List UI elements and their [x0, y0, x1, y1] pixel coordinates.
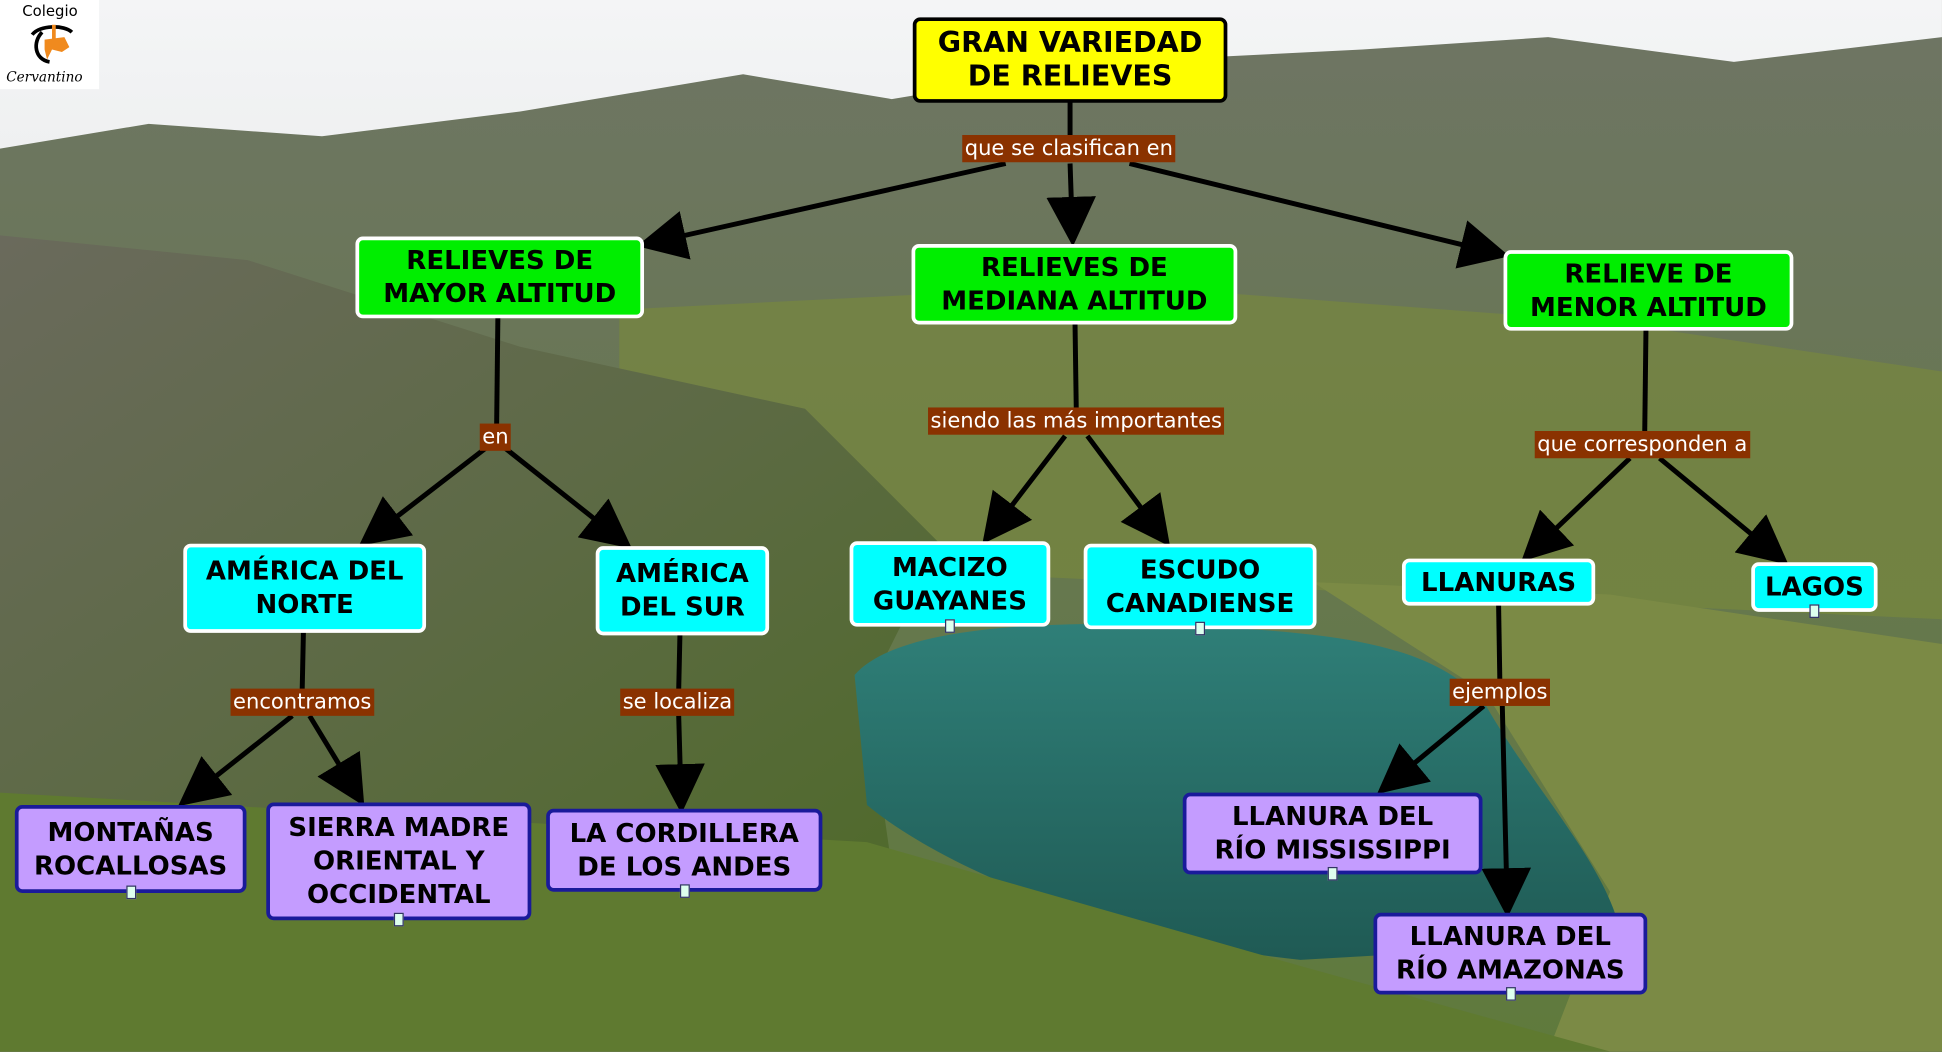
- resource-icon[interactable]: [944, 619, 955, 633]
- concept-america-sur[interactable]: AMÉRICA DEL SUR: [595, 546, 770, 636]
- concept-label: RELIEVE DE MENOR ALTITUD: [1529, 258, 1767, 322]
- concept-label: LA CORDILLERA DE LOS ANDES: [569, 818, 799, 882]
- concept-label: LLANURA DEL RÍO AMAZONAS: [1396, 921, 1625, 985]
- concept-rio-mississippi[interactable]: LLANURA DEL RÍO MISSISSIPPI: [1182, 792, 1483, 881]
- concept-label: LAGOS: [1764, 571, 1864, 602]
- concept-escudo-canadiense[interactable]: ESCUDO CANADIENSE: [1083, 543, 1317, 636]
- resource-icon[interactable]: [1505, 987, 1516, 1001]
- logo-text-colegio: Colegio: [22, 2, 78, 20]
- concept-mediana-altitud[interactable]: RELIEVES DE MEDIANA ALTITUD: [911, 243, 1238, 325]
- concept-lagos[interactable]: LAGOS: [1751, 562, 1878, 619]
- logo-text-cervantino: Cervantino: [6, 69, 83, 86]
- resource-icon[interactable]: [679, 884, 690, 898]
- school-logo: Colegio Cervantino: [0, 0, 100, 90]
- concept-label: LLANURAS: [1421, 566, 1577, 597]
- resource-icon[interactable]: [1809, 604, 1820, 619]
- concept-label: LLANURA DEL RÍO MISSISSIPPI: [1214, 801, 1451, 865]
- concept-america-norte[interactable]: AMÉRICA DEL NORTE: [183, 543, 427, 633]
- resource-icon[interactable]: [1195, 621, 1206, 636]
- concept-label: ESCUDO CANADIENSE: [1105, 554, 1295, 618]
- concept-sierra-madre[interactable]: SIERRA MADRE ORIENTAL Y OCCIDENTAL: [266, 802, 532, 927]
- link-label-clasifican[interactable]: que se clasifican en: [962, 134, 1176, 163]
- concept-label: RELIEVES DE MEDIANA ALTITUD: [941, 252, 1208, 316]
- concept-menor-altitud[interactable]: RELIEVE DE MENOR ALTITUD: [1503, 250, 1794, 331]
- concept-label: AMÉRICA DEL SUR: [616, 558, 749, 622]
- resource-icon[interactable]: [1327, 866, 1338, 881]
- link-label-localiza[interactable]: se localiza: [620, 688, 735, 716]
- concept-root[interactable]: GRAN VARIEDAD DE RELIEVES: [912, 17, 1228, 103]
- concept-macizo-guayanes[interactable]: MACIZO GUAYANES: [849, 541, 1051, 633]
- concept-llanuras[interactable]: LLANURAS: [1401, 558, 1596, 606]
- concept-label: RELIEVES DE MAYOR ALTITUD: [383, 245, 617, 309]
- link-label-importantes[interactable]: siendo las más importantes: [928, 407, 1225, 435]
- concept-label: SIERRA MADRE ORIENTAL Y OCCIDENTAL: [288, 812, 510, 910]
- resource-icon[interactable]: [125, 885, 136, 900]
- concept-label: AMÉRICA DEL NORTE: [205, 556, 404, 620]
- concept-label: MONTAÑAS ROCALLOSAS: [34, 816, 228, 880]
- concept-cordillera-andes[interactable]: LA CORDILLERA DE LOS ANDES: [546, 808, 823, 898]
- link-label-en[interactable]: en: [479, 423, 512, 451]
- concept-rio-amazonas[interactable]: LLANURA DEL RÍO AMAZONAS: [1373, 912, 1648, 1001]
- link-label-ejemplos[interactable]: ejemplos: [1449, 678, 1550, 706]
- concept-montanas-rocallosas[interactable]: MONTAÑAS ROCALLOSAS: [14, 805, 247, 900]
- link-label-encontramos[interactable]: encontramos: [230, 688, 374, 716]
- link-label-corresponden[interactable]: que corresponden a: [1534, 430, 1750, 459]
- concept-mayor-altitud[interactable]: RELIEVES DE MAYOR ALTITUD: [355, 236, 645, 319]
- resource-icon[interactable]: [393, 912, 404, 927]
- horse-rider-logo-icon: [30, 24, 74, 64]
- concept-label: MACIZO GUAYANES: [872, 551, 1027, 615]
- concept-label: GRAN VARIEDAD DE RELIEVES: [937, 26, 1203, 93]
